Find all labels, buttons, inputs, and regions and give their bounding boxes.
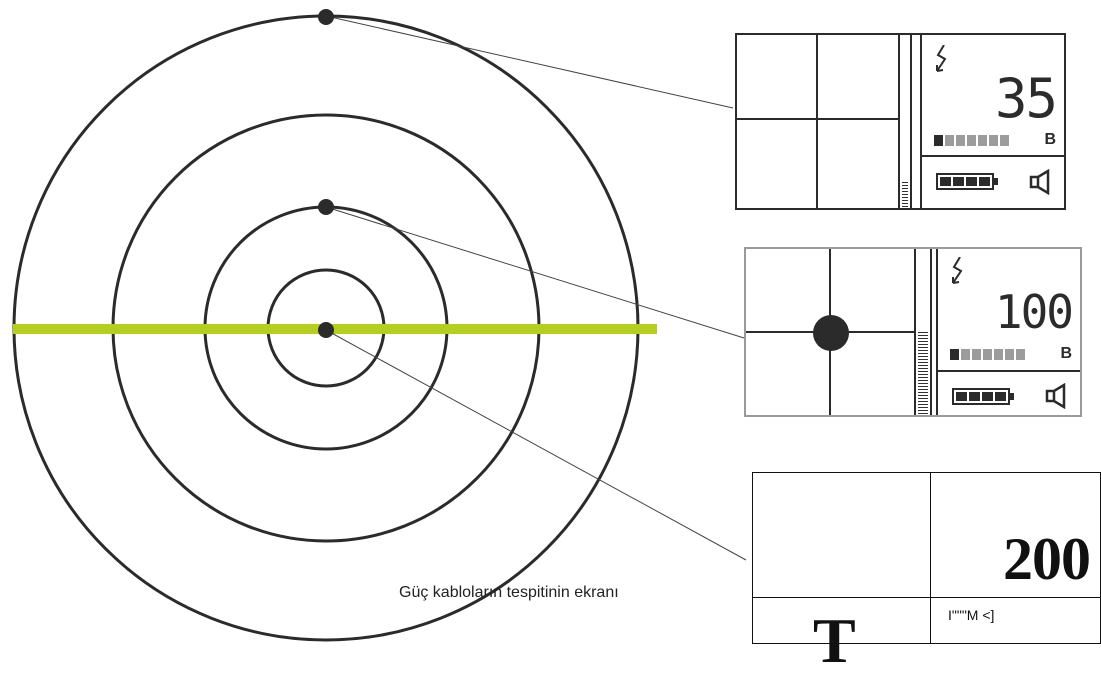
reading-value: 200: [1003, 526, 1091, 592]
signal-meter-fill: [918, 332, 928, 415]
reading-value: 35: [994, 67, 1058, 130]
t-symbol: T: [813, 605, 856, 676]
signal-meter: [900, 35, 912, 208]
point-center: [318, 322, 334, 338]
battery-icon: [952, 388, 1014, 405]
battery-icon: [936, 173, 998, 190]
display-panel-near: 100 B: [744, 247, 1082, 417]
leader-line-3: [325, 329, 747, 561]
signal-meter: [916, 249, 932, 415]
display-panel-center: 200 T I"""M <]: [752, 472, 1101, 673]
level-segments: [934, 135, 1009, 146]
target-grid: [737, 35, 900, 208]
detection-diagram: [12, 9, 747, 642]
leader-line-1: [325, 15, 734, 109]
figure-caption: Güç kabloların tespitinin ekranı: [399, 584, 619, 601]
unit-label: B: [1060, 345, 1072, 362]
point-middle: [318, 199, 334, 215]
lightning-icon: [952, 257, 963, 284]
lightning-icon: [936, 45, 947, 72]
unit-label: B: [1044, 131, 1056, 148]
leader-line-2: [325, 206, 745, 339]
target-dot: [813, 315, 849, 351]
point-outer: [318, 9, 334, 25]
speaker-icon: [1045, 383, 1066, 409]
speaker-icon: [1029, 169, 1050, 195]
target-grid: [746, 249, 916, 415]
status-text: I"""M <]: [948, 607, 995, 623]
display-panel-far: 35 B: [735, 33, 1066, 210]
reading-value: 100: [994, 285, 1074, 339]
signal-meter-fill: [902, 182, 908, 208]
level-segments: [950, 349, 1025, 360]
